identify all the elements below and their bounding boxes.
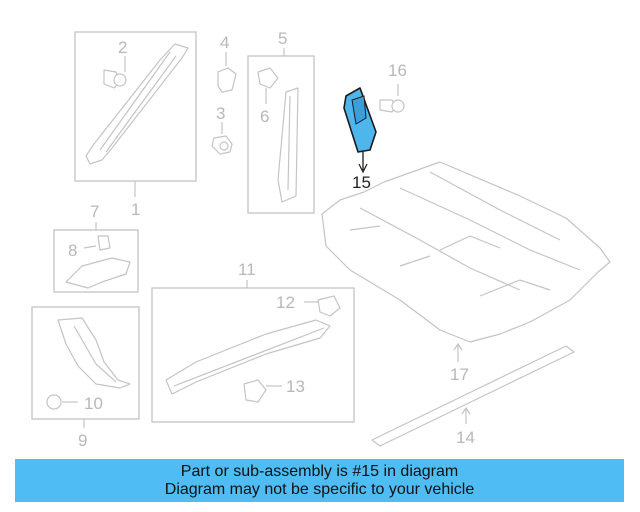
callout-11: 11	[238, 260, 256, 279]
part-15-highlighted[interactable]	[343, 87, 377, 174]
info-banner: Part or sub-assembly is #15 in diagram D…	[15, 459, 624, 502]
group-7-bracket[interactable]	[53, 222, 139, 293]
callout-2: 2	[118, 38, 127, 57]
callout-15: 15	[352, 173, 371, 192]
screw-16-icon	[379, 84, 405, 113]
group-11-scuff-plate[interactable]	[151, 280, 355, 423]
callout-10: 10	[84, 394, 103, 413]
callout-5: 5	[278, 29, 287, 48]
callout-4: 4	[220, 33, 229, 52]
banner-line-2: Diagram may not be specific to your vehi…	[164, 480, 475, 498]
callout-3: 3	[216, 104, 225, 123]
callout-17: 17	[450, 365, 469, 384]
callout-6: 6	[260, 107, 269, 126]
sill-strip-14[interactable]	[371, 345, 575, 447]
clip-4-icon	[217, 52, 237, 93]
callout-12: 12	[276, 293, 295, 312]
callout-8: 8	[68, 241, 77, 260]
callout-14: 14	[456, 428, 475, 447]
group-1-pillar-trim[interactable]	[74, 31, 197, 197]
callout-9: 9	[78, 431, 87, 450]
clip-3-icon	[211, 122, 233, 155]
callout-13: 13	[286, 377, 305, 396]
floor-carpet-17[interactable]	[321, 161, 611, 362]
screw-2-icon	[103, 56, 127, 89]
callout-7: 7	[90, 202, 99, 221]
callout-1: 1	[131, 200, 140, 219]
banner-line-1: Part or sub-assembly is #15 in diagram	[180, 462, 459, 480]
group-9-kick-panel[interactable]	[31, 306, 140, 428]
group-5-b-pillar-trim[interactable]	[247, 48, 315, 214]
callout-16: 16	[388, 61, 407, 80]
